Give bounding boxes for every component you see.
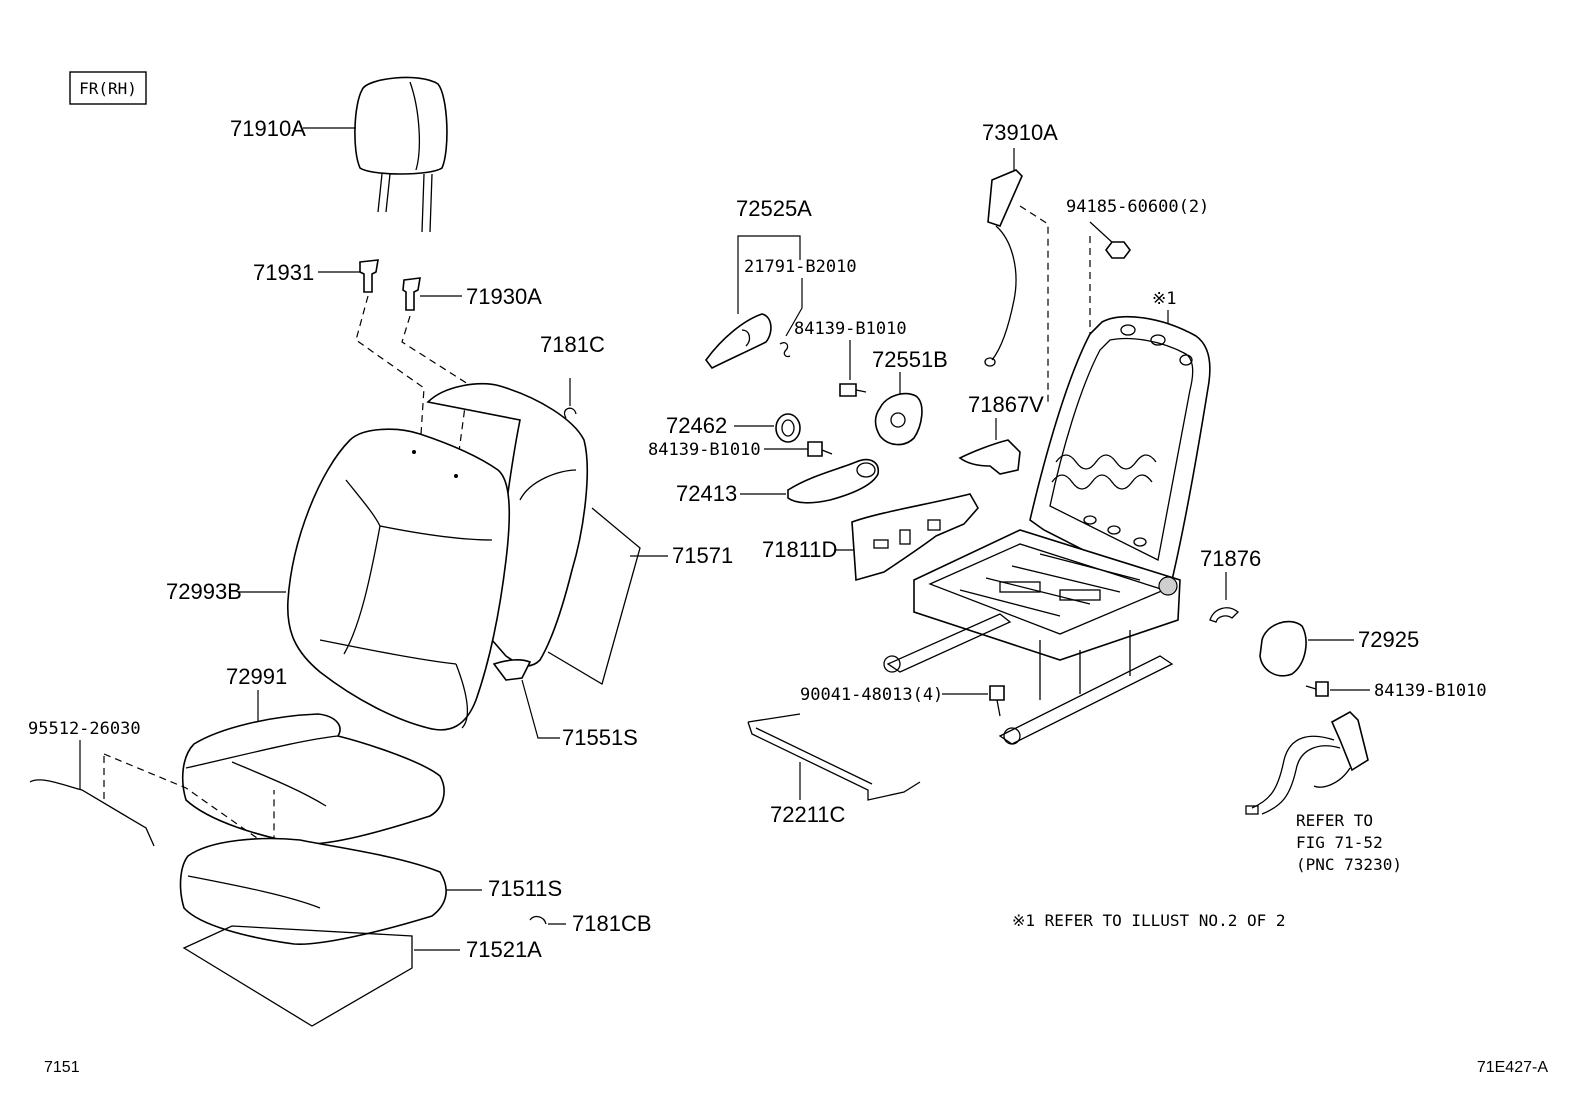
- label-21791-B2010: 21791-B2010: [744, 257, 857, 277]
- label-71931: 71931: [253, 260, 314, 285]
- seatback-cover: [286, 428, 511, 731]
- cover-72413: [787, 458, 880, 504]
- protector-71867V: [958, 439, 1021, 475]
- cushion-pan: [182, 925, 413, 1027]
- frame-label: FR(RH): [79, 79, 137, 98]
- label-71930A: 71930A: [466, 284, 542, 309]
- label-73910A: 73910A: [982, 120, 1058, 145]
- frame-marker: ※1: [1152, 289, 1176, 309]
- refer-note-line-1: REFER TO: [1296, 811, 1373, 830]
- clip-71876: [1209, 607, 1239, 623]
- label-71867V: 71867V: [968, 392, 1044, 417]
- label-71811D: 71811D: [762, 537, 837, 562]
- hook-7181C: [563, 407, 577, 419]
- label-72462: 72462: [666, 413, 727, 438]
- cover-72551B: [874, 392, 923, 446]
- airbag-73910A: [987, 169, 1023, 227]
- clip-90041: [989, 685, 1005, 701]
- label-72525A: 72525A: [736, 196, 812, 221]
- nut-94185: [1105, 241, 1131, 259]
- label-84139-B1010-right: 84139-B1010: [1374, 681, 1487, 701]
- label-71910A: 71910A: [230, 116, 306, 141]
- screw-upper: [839, 383, 857, 397]
- label-94185-60600: 94185-60600(2): [1066, 197, 1209, 217]
- airbag-harness: [991, 225, 1017, 361]
- seat-belt-buckle: [1245, 711, 1369, 815]
- cable-72211C: [747, 713, 921, 801]
- label-72991: 72991: [226, 664, 287, 689]
- recliner-knob: [705, 313, 772, 370]
- illustration-code: 71E427-A: [1477, 1059, 1548, 1076]
- seat-frame: [883, 315, 1211, 745]
- figure-number: 7151: [44, 1059, 80, 1076]
- cushion-cover: [181, 713, 445, 845]
- screw-right: [1315, 681, 1329, 697]
- label-72925: 72925: [1358, 627, 1419, 652]
- label-72211C: 72211C: [770, 802, 846, 827]
- hook-7181CB: [529, 915, 547, 925]
- shield-71811D: [851, 493, 979, 582]
- refer-note-line-3: (PNC 73230): [1296, 855, 1402, 874]
- footnote: ※1 REFER TO ILLUST NO.2 OF 2: [1012, 911, 1286, 930]
- label-90041-48013: 90041-48013(4): [800, 685, 943, 705]
- label-72413: 72413: [676, 481, 737, 506]
- label-84139-B1010-upper: 84139-B1010: [794, 319, 907, 339]
- label-71521A: 71521A: [466, 937, 542, 962]
- label-95512-26030: 95512-26030: [28, 719, 141, 739]
- headrest: [354, 76, 448, 233]
- clip-71551S: [492, 659, 532, 681]
- cover-72925: [1259, 620, 1307, 677]
- label-71511S: 71511S: [488, 876, 562, 901]
- label-7181CB: 7181CB: [572, 911, 652, 936]
- headrest-support-71930A: [402, 277, 421, 311]
- refer-note-line-2: FIG 71-52: [1296, 833, 1383, 852]
- headrest-support-71931: [359, 259, 379, 293]
- ring-72462: [775, 413, 801, 443]
- label-71551S: 71551S: [562, 725, 638, 750]
- cushion-pad: [179, 837, 447, 945]
- label-7181C: 7181C: [540, 332, 605, 357]
- label-72993B: 72993B: [166, 579, 242, 604]
- label-84139-B1010-mid: 84139-B1010: [648, 440, 761, 460]
- label-71876: 71876: [1200, 546, 1261, 571]
- spring-clip: [779, 342, 791, 358]
- screw-mid: [807, 441, 823, 457]
- label-71571: 71571: [672, 543, 733, 568]
- wire-95512: [29, 779, 155, 847]
- label-72551B: 72551B: [872, 347, 948, 372]
- frame-label-box: FR(RH): [69, 71, 147, 105]
